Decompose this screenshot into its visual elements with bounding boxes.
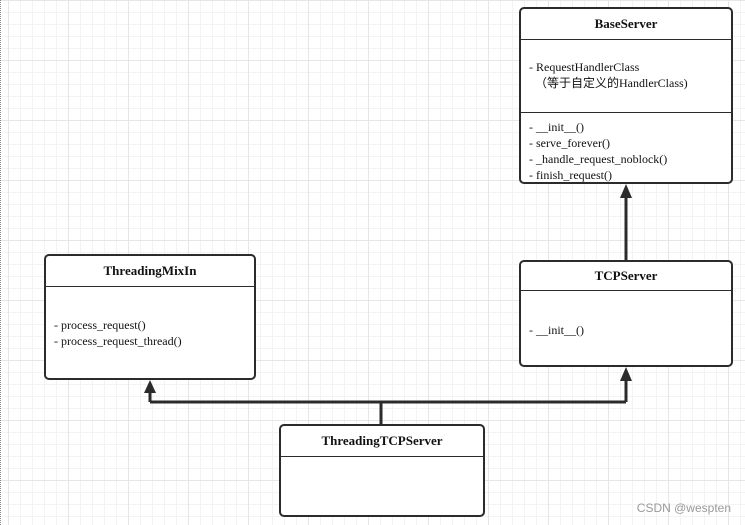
class-baseserver-title: BaseServer — [521, 9, 731, 40]
class-threadingmixin[interactable]: ThreadingMixIn - process_request() - pro… — [44, 254, 256, 380]
inheritance-arrowhead-baseserver — [620, 184, 632, 198]
method-line: - _handle_request_noblock() — [529, 152, 668, 166]
method-line: - process_request_thread() — [54, 334, 182, 348]
method-line: - __init__() — [529, 323, 584, 337]
class-threadingtcpserver-title: ThreadingTCPServer — [281, 426, 483, 457]
class-threadingmixin-title: ThreadingMixIn — [46, 256, 254, 287]
class-tcpserver-title: TCPServer — [521, 262, 731, 291]
page-left-border — [0, 0, 1, 525]
method-line: - process_request() — [54, 318, 146, 332]
attribute-line: （等于自定义的HandlerClass) — [535, 76, 688, 90]
class-tcpserver[interactable]: TCPServer - __init__() — [519, 260, 733, 367]
class-baseserver-attributes: - RequestHandlerClass （等于自定义的HandlerClas… — [521, 40, 731, 113]
watermark: CSDN @wespten — [636, 501, 731, 515]
inheritance-arrowhead-tcpserver — [620, 367, 632, 381]
method-line: - __init__() — [529, 120, 584, 134]
class-baseserver[interactable]: BaseServer - RequestHandlerClass （等于自定义的… — [519, 7, 733, 184]
class-threadingmixin-methods: - process_request() - process_request_th… — [46, 287, 254, 349]
class-tcpserver-methods: - __init__() — [521, 291, 731, 338]
class-baseserver-methods: - __init__() - serve_forever() - _handle… — [521, 113, 731, 183]
method-line: - serve_forever() — [529, 136, 610, 150]
attribute-line: - RequestHandlerClass — [529, 60, 640, 74]
inheritance-arrowhead-threadingmixin — [144, 380, 156, 393]
class-threadingtcpserver[interactable]: ThreadingTCPServer — [279, 424, 485, 517]
method-line: - finish_request() — [529, 168, 612, 182]
